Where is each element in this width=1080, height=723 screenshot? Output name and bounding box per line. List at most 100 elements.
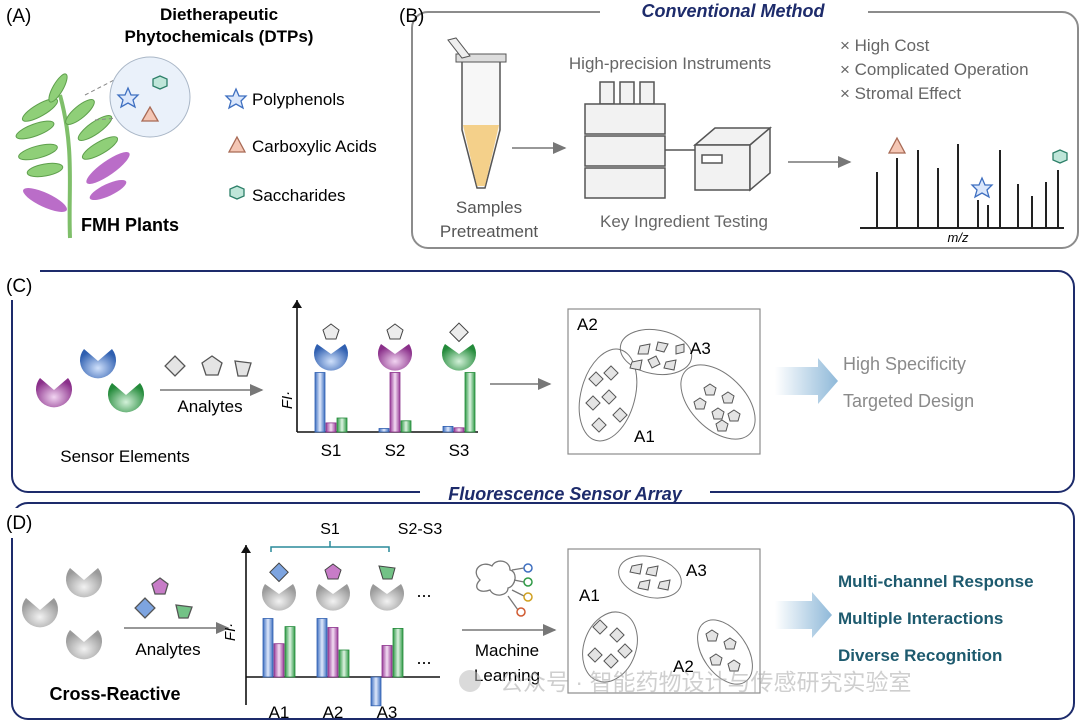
- benefit-c-1: High Specificity: [843, 354, 966, 374]
- bound-analyte-icon: [386, 323, 404, 340]
- bar: [370, 676, 382, 707]
- instruments-label: High-precision Instruments: [569, 54, 771, 73]
- result-arrow-c: [775, 358, 838, 404]
- sensor-magenta-icon: [35, 378, 73, 408]
- bracket-line: [270, 546, 390, 552]
- legend-polyphenols: Polyphenols: [252, 90, 345, 109]
- sensor-green-icon: [107, 383, 145, 413]
- x-tick-label: S3: [449, 441, 470, 460]
- detector-box-icon: [692, 126, 773, 192]
- receptor-icon: [314, 344, 348, 371]
- watermark-logo-icon: [459, 670, 481, 692]
- result-arrow-d: [775, 592, 832, 638]
- panel-b-title: Conventional Method: [642, 1, 826, 21]
- receptor-icon: [442, 344, 476, 371]
- panel-b-tag: (B): [399, 6, 424, 27]
- analytes-label-c: Analytes: [177, 397, 242, 416]
- drawback-1: × High Cost: [840, 36, 930, 55]
- bound-analyte-icon: [449, 322, 469, 343]
- x-tick-label: A3: [377, 703, 398, 722]
- cluster-d-label-a1: A1: [579, 586, 600, 605]
- benefit-c-2: Targeted Design: [843, 391, 974, 411]
- panel-d-frame: [11, 502, 1075, 720]
- cross-reactive-label: Cross-Reactive: [49, 684, 180, 704]
- star-icon: [116, 86, 140, 109]
- bar: [262, 618, 274, 678]
- cluster-d-label-a3: A3: [686, 561, 707, 580]
- panel-a-title-line2: Phytochemicals (DTPs): [125, 27, 314, 46]
- drawback-3: × Stromal Effect: [840, 84, 961, 103]
- bar: [453, 427, 465, 433]
- bound-analyte-icon: [269, 562, 289, 583]
- receptor-icon: [315, 584, 350, 611]
- cluster-d-label-a2: A2: [673, 657, 694, 676]
- spectrum-hexagon-icon: [1052, 149, 1068, 164]
- cluster-c-label-a1: A1: [634, 427, 655, 446]
- cluster-c-label-a3: A3: [690, 339, 711, 358]
- bar: [400, 420, 412, 433]
- x-tick-label: S2: [385, 441, 406, 460]
- spectrum-star-icon: [970, 176, 994, 199]
- ellipsis-bottom: ...: [416, 648, 431, 668]
- bar: [378, 428, 390, 433]
- carboxylic-triangle-icon: [227, 135, 247, 153]
- zoom-line-bottom: [94, 117, 119, 121]
- node-green-icon: [523, 577, 533, 587]
- array-title: Fluorescence Sensor Array: [448, 484, 682, 504]
- bracket-label-s2-s3: S2-S3: [398, 521, 443, 538]
- mz-label: m/z: [948, 230, 969, 245]
- bound-analyte-icon: [324, 563, 342, 580]
- ml-label-line1: Machine: [475, 641, 539, 660]
- bar: [325, 422, 337, 433]
- polyphenols-star-icon: [224, 87, 248, 110]
- bar: [284, 626, 296, 678]
- chart-c-ylabel: FI·: [279, 391, 296, 409]
- bar: [442, 425, 454, 433]
- cluster-plot-d: A3 A1 A2: [567, 548, 761, 694]
- samples-label-line1: Samples: [456, 198, 522, 217]
- y-axis-arrow: [241, 545, 251, 553]
- bar: [381, 645, 393, 678]
- saccharides-hexagon-icon: [229, 185, 245, 200]
- receptor-icon: [378, 344, 412, 371]
- bound-analyte-icon: [378, 565, 396, 580]
- sample-tube-icon: [447, 37, 507, 189]
- instrument-stack-icon: [584, 81, 666, 199]
- bar: [392, 628, 404, 678]
- bar: [464, 372, 476, 433]
- panel-a-title-line1: Dietherapeutic: [160, 5, 278, 24]
- sensor-elements-label: Sensor Elements: [60, 447, 189, 466]
- bar: [327, 627, 339, 678]
- panel-a: (A) Dietherapeutic Phytochemicals (DTPs): [6, 5, 377, 239]
- y-axis-arrow: [292, 300, 302, 308]
- brain-network-icon: [475, 560, 525, 611]
- cluster-c-label-a2: A2: [577, 315, 598, 334]
- analyte-shapes: [164, 355, 252, 377]
- sensor-blue-icon: [80, 349, 117, 379]
- plant-illustration: [15, 73, 130, 239]
- zoom-line-top: [84, 77, 119, 96]
- watermark-text: 公众号 · 智能药物设计与传感研究实验室: [500, 669, 911, 695]
- plant-label: FMH Plants: [81, 215, 179, 235]
- bar: [273, 643, 285, 678]
- panel-c-tag: (C): [6, 276, 32, 297]
- bar: [338, 649, 350, 678]
- cross-reactive-sensors: [22, 568, 103, 660]
- drawback-2: × Complicated Operation: [840, 60, 1029, 79]
- cluster-plot-c: A2 A3 A1: [567, 308, 761, 455]
- bracket-label-s1: S1: [320, 521, 340, 538]
- receptor-icon: [262, 584, 296, 611]
- watermark: 公众号 · 智能药物设计与传感研究实验室: [459, 669, 911, 695]
- legend-carboxylic-acids: Carboxylic Acids: [252, 137, 377, 156]
- mass-spectrum: [860, 144, 1064, 229]
- legend-saccharides: Saccharides: [252, 186, 346, 205]
- node-orange-icon: [516, 607, 526, 617]
- zoom-circle: [109, 56, 191, 138]
- triangle-icon: [140, 105, 160, 122]
- chart-d-ylabel: FI·: [222, 623, 239, 641]
- benefit-d-1: Multi-channel Response: [838, 572, 1034, 591]
